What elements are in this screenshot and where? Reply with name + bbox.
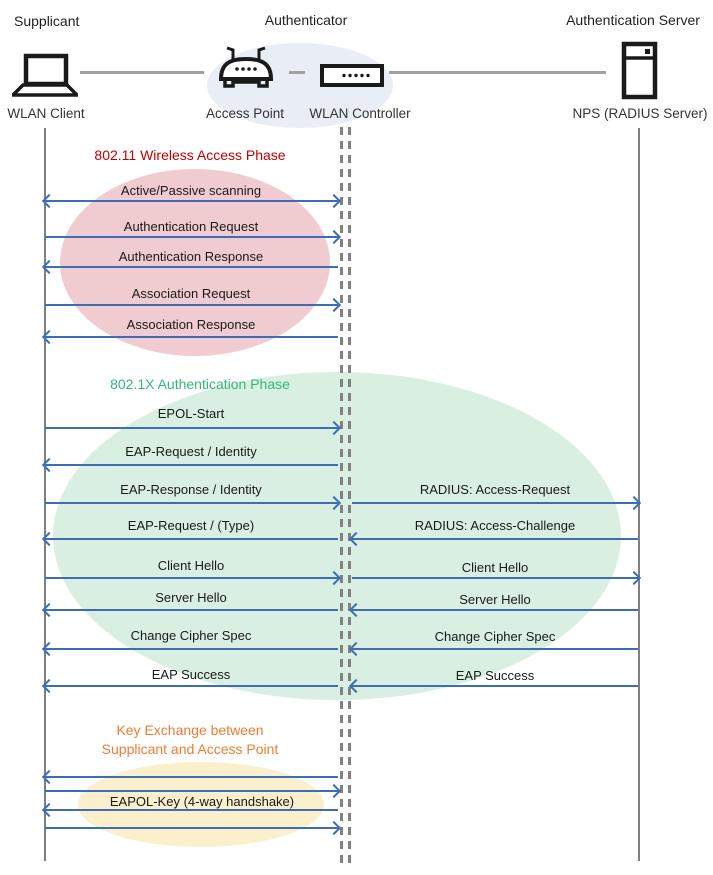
arrow-eap-success-right: [352, 685, 638, 687]
phase1-title: 802.11 Wireless Access Phase: [94, 147, 286, 163]
role-label-supplicant: Supplicant: [14, 13, 80, 29]
message-label-eap-request-identity: EAP-Request / Identity: [125, 444, 257, 459]
node-label-access-point: Access Point: [205, 106, 285, 121]
server-icon: [621, 41, 658, 100]
message-label-client-hello-left: Client Hello: [157, 558, 225, 573]
lifeline-wlan-controller: [348, 127, 351, 866]
lifeline-wlan-client: [44, 128, 46, 861]
laptop-icon: [11, 52, 79, 98]
arrow-assoc-response: [45, 336, 338, 338]
arrow-server-hello-left: [45, 609, 338, 611]
message-label-assoc-response: Association Response: [126, 317, 256, 332]
arrow-eapol-key-4: [45, 827, 338, 829]
message-label-scanning: Active/Passive scanning: [120, 183, 262, 198]
node-label-wlan-controller: WLAN Controller: [309, 106, 411, 121]
arrow-change-cipher-left: [45, 648, 338, 650]
arrow-epol-start: [45, 427, 338, 429]
arrow-eap-request-identity: [45, 464, 338, 466]
arrow-assoc-request: [45, 304, 338, 306]
arrow-auth-response: [45, 266, 338, 268]
message-label-server-hello-right: Server Hello: [459, 592, 531, 607]
message-label-eapol-key: EAPOL-Key (4-way handshake): [109, 794, 295, 809]
message-label-server-hello-left: Server Hello: [155, 590, 227, 605]
message-label-auth-request: Authentication Request: [123, 219, 259, 234]
message-label-radius-access-challenge: RADIUS: Access-Challenge: [414, 518, 576, 533]
arrow-radius-access-challenge: [352, 538, 638, 540]
phase2-ellipse: [53, 372, 621, 700]
message-label-auth-response: Authentication Response: [118, 249, 264, 264]
message-label-change-cipher-left: Change Cipher Spec: [130, 628, 252, 643]
arrow-radius-access-request: [352, 502, 638, 504]
node-label-nps-radius-server: NPS (RADIUS Server): [572, 106, 708, 121]
arrow-auth-request: [45, 236, 338, 238]
arrow-eap-response-identity: [45, 502, 338, 504]
role-label-authenticator: Authenticator: [264, 12, 348, 28]
arrow-client-hello-left: [45, 577, 338, 579]
message-label-eap-request-type: EAP-Request / (Type): [127, 518, 255, 533]
arrow-scanning: [45, 200, 338, 202]
arrow-client-hello-right: [352, 577, 638, 579]
arrow-server-hello-right: [352, 609, 638, 611]
connector-controller-server: [389, 71, 606, 74]
message-label-radius-access-request: RADIUS: Access-Request: [419, 482, 571, 497]
arrow-eap-request-type: [45, 538, 338, 540]
arrow-eapol-key-3: [45, 809, 338, 811]
lifeline-access-point: [340, 127, 343, 866]
message-label-client-hello-right: Client Hello: [461, 560, 529, 575]
arrow-change-cipher-right: [352, 648, 638, 650]
role-label-authentication-server: Authentication Server: [566, 12, 700, 28]
message-label-eap-response-identity: EAP-Response / Identity: [120, 482, 262, 497]
message-label-eap-success-right: EAP Success: [455, 668, 535, 683]
connector-ap-controller: [289, 71, 305, 74]
access-point-icon: [216, 46, 276, 92]
phase2-title: 802.1X Authentication Phase: [110, 376, 290, 392]
message-label-epol-start: EPOL-Start: [157, 406, 225, 421]
message-label-eap-success-left: EAP Success: [151, 667, 231, 682]
arrow-eapol-key-2: [45, 790, 338, 792]
phase3-title-line2: Supplicant and Access Point: [101, 741, 279, 757]
arrow-eapol-key-1: [45, 776, 338, 778]
arrow-eap-success-left: [45, 685, 338, 687]
message-label-assoc-request: Association Request: [131, 286, 251, 301]
connector-client-ap: [80, 71, 204, 74]
node-label-wlan-client: WLAN Client: [7, 106, 85, 121]
message-label-change-cipher-right: Change Cipher Spec: [434, 629, 556, 644]
wlan-controller-icon: [320, 64, 384, 87]
phase3-title: Key Exchange between Supplicant and Acce…: [102, 721, 279, 759]
lifeline-radius-server: [638, 128, 640, 861]
phase3-title-line1: Key Exchange between: [116, 722, 264, 738]
